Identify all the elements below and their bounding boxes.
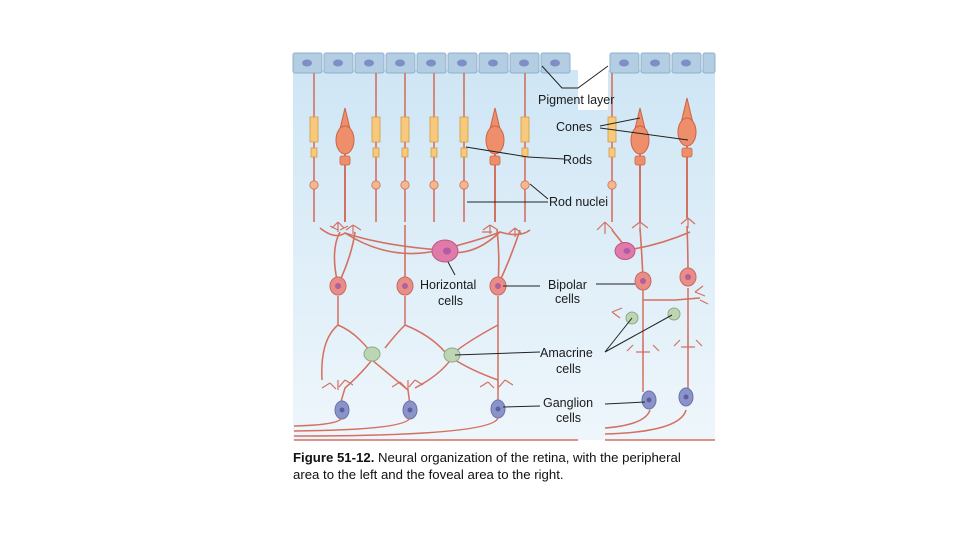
figure-number: Figure 51-12. <box>293 450 375 465</box>
rod-nucleus <box>607 180 617 190</box>
dendrite-tufts <box>329 217 696 237</box>
ganglion-nucleus <box>495 406 501 412</box>
pigment-nucleus <box>395 59 405 67</box>
optic-nerve-fibers <box>293 409 715 441</box>
cone-pedicle <box>489 155 501 166</box>
label-bipolar-cells-line2: cells <box>555 292 580 306</box>
pigment-nucleus <box>550 59 560 67</box>
label-ganglion-cells-line1: Ganglion <box>543 396 593 410</box>
cone-pedicle <box>634 155 646 166</box>
cone-pedicle <box>339 155 351 166</box>
rod-outer-segment <box>400 116 410 143</box>
cone-body <box>335 125 355 155</box>
rod-nucleus <box>429 180 439 190</box>
rod-inner-segment <box>521 147 529 158</box>
label-rod-nuclei: Rod nuclei <box>549 195 608 209</box>
pigment-nucleus <box>519 59 529 67</box>
pigment-nucleus <box>333 59 343 67</box>
cones <box>335 97 697 222</box>
pigment-nucleus <box>302 59 312 67</box>
ganglion-nucleus <box>339 407 345 413</box>
label-rods: Rods <box>563 153 592 167</box>
rod-inner-segment <box>460 147 468 158</box>
rod-nucleus <box>371 180 381 190</box>
ganglion-dendrites <box>321 285 709 390</box>
label-pigment-layer: Pigment layer <box>538 93 614 107</box>
ganglion-cells <box>334 387 694 420</box>
cone-body <box>677 117 697 147</box>
amacrine-cells <box>363 307 681 363</box>
leader-lines <box>447 65 689 408</box>
rod-outer-segment <box>429 116 439 143</box>
rod-nucleus <box>400 180 410 190</box>
label-horizontal-cells-line2: cells <box>438 294 463 308</box>
pigment-cell <box>702 52 716 74</box>
rod-outer-segment <box>309 116 319 143</box>
rod-inner-segment <box>372 147 380 158</box>
ganglion-nucleus <box>683 394 689 400</box>
pigment-layer <box>292 52 716 74</box>
bipolar-nucleus <box>640 278 646 284</box>
caption-line-2: area to the left and the foveal area to … <box>293 466 723 483</box>
rod-inner-segment <box>430 147 438 158</box>
rod-outer-segment <box>520 116 530 143</box>
cone-pedicle <box>681 147 693 158</box>
cone-body <box>630 125 650 155</box>
rod-outer-segment <box>371 116 381 143</box>
bipolar-nucleus <box>495 283 501 289</box>
rod-inner-segment <box>310 147 318 158</box>
pigment-nucleus <box>619 59 629 67</box>
pigment-nucleus <box>650 59 660 67</box>
rod-inner-segment <box>401 147 409 158</box>
labels: Pigment layer Cones Rods Rod nuclei Hori… <box>420 93 614 425</box>
label-bipolar-cells-line1: Bipolar <box>548 278 587 292</box>
figure-caption: Figure 51-12. Neural organization of the… <box>293 449 723 483</box>
label-horizontal-cells-line1: Horizontal <box>420 278 476 292</box>
label-amacrine-cells-line2: cells <box>556 362 581 376</box>
rod-outer-segment <box>459 116 469 143</box>
amacrine-cell <box>667 307 681 321</box>
ganglion-nucleus <box>646 397 652 403</box>
rod-nucleus <box>459 180 469 190</box>
rod-nucleus <box>309 180 319 190</box>
pigment-nucleus <box>426 59 436 67</box>
rods <box>309 73 617 222</box>
amacrine-cell <box>363 346 381 362</box>
ganglion-nucleus <box>407 407 413 413</box>
cone-body <box>485 125 505 155</box>
caption-line-1: Figure 51-12. Neural organization of the… <box>293 449 723 466</box>
pigment-nucleus <box>457 59 467 67</box>
caption-text-line-1: Neural organization of the retina, with … <box>378 450 681 465</box>
pigment-nucleus <box>364 59 374 67</box>
bipolar-nucleus <box>685 274 691 280</box>
bipolar-nucleus <box>402 283 408 289</box>
pigment-nucleus <box>681 59 691 67</box>
caption-text-line-2: area to the left and the foveal area to … <box>293 467 564 482</box>
bipolar-cells <box>329 267 697 296</box>
pigment-nucleus <box>488 59 498 67</box>
label-ganglion-cells-line2: cells <box>556 411 581 425</box>
rod-nucleus <box>520 180 530 190</box>
horizontal-cell <box>431 239 636 263</box>
label-cones: Cones <box>556 120 592 134</box>
rod-inner-segment <box>608 147 616 158</box>
label-amacrine-cells-line1: Amacrine <box>540 346 593 360</box>
bipolar-nucleus <box>335 283 341 289</box>
